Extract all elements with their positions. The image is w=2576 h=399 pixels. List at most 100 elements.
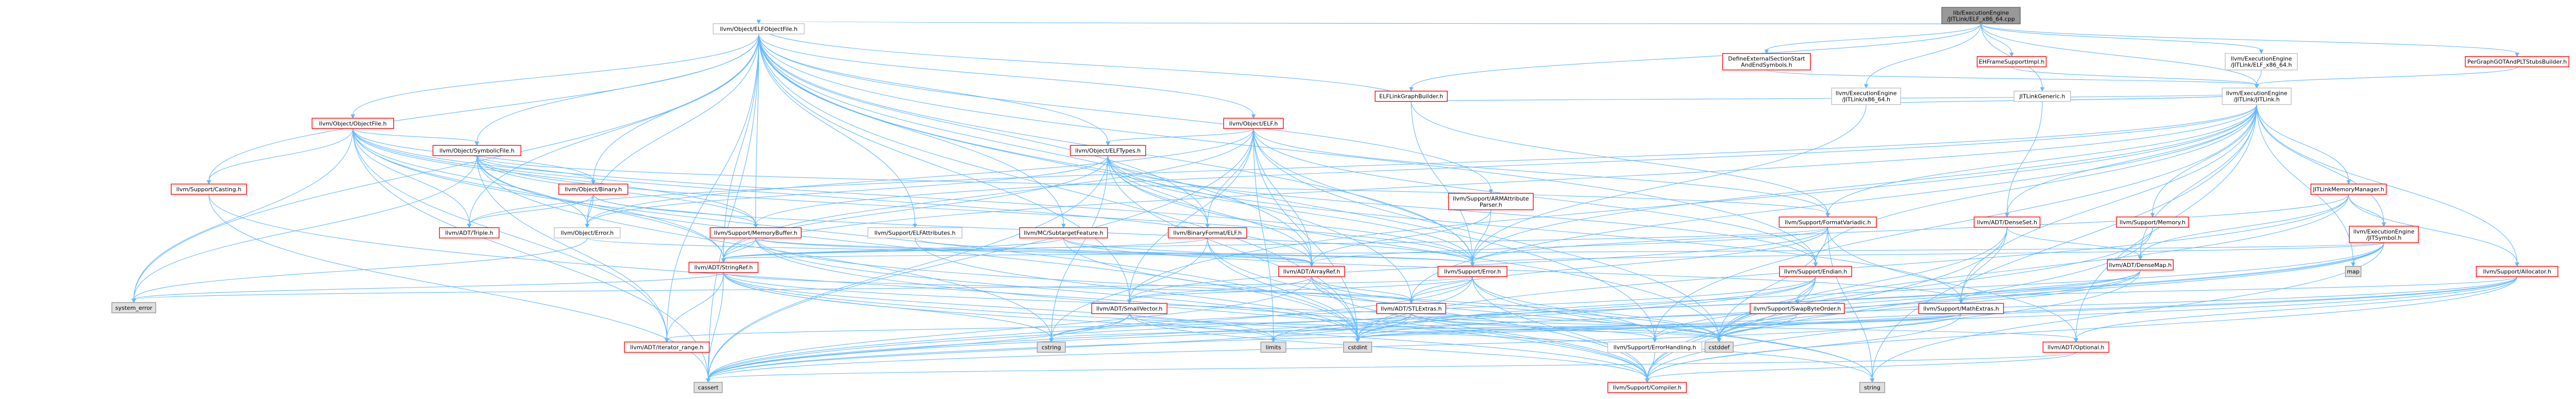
edge-objelffile-to-symbolicfile	[477, 34, 759, 142]
edge-stringref-to-cstring	[723, 273, 1051, 339]
node-label: llvm/Support/MathExtras.h	[1923, 305, 1999, 312]
edge-jitlinkh-to-supperror	[1472, 105, 2257, 263]
node-armattr[interactable]: llvm/Support/ARMAttributeParser.h	[1449, 193, 1534, 210]
edge-jitlinkh-to-jitsymbol	[2257, 105, 2384, 223]
edge-jitmemmgr-to-supperror	[1472, 194, 2349, 263]
node-label: llvm/Support/Endian.h	[1784, 269, 1847, 275]
node-label: /JITLink/ELF_x86_64.cpp	[1947, 15, 2015, 22]
edge-densemap-to-mathextras	[1961, 270, 2140, 301]
edge-arrowhead	[1310, 263, 1313, 267]
node-supperror[interactable]: llvm/Support/Error.h	[1438, 267, 1507, 277]
edge-jitlinkh-to-formatvariadic	[1828, 105, 2257, 214]
node-triple[interactable]: llvm/ADT/Triple.h	[439, 228, 499, 238]
node-densesetleft[interactable]: llvm/ADT/DenseSet.h	[1974, 217, 2040, 227]
edge-arrowhead	[132, 299, 135, 303]
node-label: llvm/Support/ELFAttributes.h	[874, 230, 955, 237]
edge-jitlinkh-to-jitmemmgr	[2257, 105, 2348, 181]
edge-arrowhead	[1826, 213, 1829, 217]
node-objelffile[interactable]: llvm/Object/ELFObjectFile.h	[713, 24, 804, 34]
node-pergot[interactable]: PerGraphGOTAndPLTStubsBuilder.h	[2465, 57, 2569, 67]
node-compiler[interactable]: llvm/Support/Compiler.h	[1608, 383, 1686, 393]
node-objerror[interactable]: llvm/Object/Error.h	[554, 228, 620, 238]
node-systemerror[interactable]: system_error	[112, 303, 156, 313]
node-label: ELFLinkGraphBuilder.h	[1379, 93, 1443, 100]
node-arrayref[interactable]: llvm/ADT/ArrayRef.h	[1279, 267, 1345, 277]
node-label: /JITSymbol.h	[2366, 235, 2401, 241]
node-defext[interactable]: DefineExternalSectionStartAndEndSymbols.…	[1723, 54, 1811, 70]
edge-objelffile-to-stringref	[723, 34, 758, 259]
node-jitlinkh[interactable]: llvm/ExecutionEngine/JITLink/JITLink.h	[2222, 88, 2291, 105]
node-densemap[interactable]: llvm/ADT/DenseMap.h	[2107, 260, 2173, 270]
edge-jitsymbol-to-cstdint	[1358, 243, 2384, 339]
node-string[interactable]: string	[1860, 383, 1885, 393]
edge-stringref-to-cassert	[708, 273, 724, 379]
edge-arrowhead	[706, 379, 710, 383]
edge-arrowhead	[1814, 263, 1818, 267]
node-label: cassert	[698, 385, 719, 391]
edge-objectfile-to-casting	[209, 128, 352, 181]
edge-arrowhead	[1717, 338, 1721, 342]
node-label: llvm/Object/ObjectFile.h	[319, 120, 386, 127]
node-label: llvm/Object/SymbolicFile.h	[439, 147, 515, 154]
node-elflinkbuilder[interactable]: ELFLinkGraphBuilder.h	[1375, 91, 1447, 102]
node-errhandling[interactable]: llvm/Support/ErrorHandling.h	[1607, 342, 1702, 352]
node-ehframe[interactable]: EHFrameSupportImpl.h	[1977, 57, 2046, 67]
node-objelf[interactable]: llvm/Object/ELF.h	[1224, 118, 1283, 128]
node-map[interactable]: map	[2345, 267, 2361, 277]
node-allocator[interactable]: llvm/Support/Allocator.h	[2476, 267, 2557, 277]
edge-objerror-to-supperror	[587, 238, 1472, 263]
node-label: PerGraphGOTAndPLTStubsBuilder.h	[2467, 59, 2567, 65]
edge-objectfile-to-systemerror	[134, 128, 353, 299]
node-elfattr[interactable]: llvm/Support/ELFAttributes.h	[868, 228, 962, 238]
node-label: llvm/Support/ErrorHandling.h	[1614, 344, 1697, 351]
edge-symbolicfile-to-formatvariadic	[477, 156, 1828, 214]
edge-supperror-to-cassert	[708, 277, 1473, 379]
node-jitmemmgr[interactable]: JITLinkMemoryManager.h	[2311, 184, 2386, 194]
node-cstdint[interactable]: cstdint	[1344, 342, 1372, 352]
node-jitx8664[interactable]: llvm/ExecutionEngine/JITLink/x86_64.h	[1832, 88, 1901, 105]
node-stlextras[interactable]: llvm/ADT/STLExtras.h	[1377, 303, 1446, 313]
node-label: llvm/ADT/StringRef.h	[694, 264, 753, 271]
edge-objectfile-to-symbolicfile	[353, 128, 477, 142]
node-label: llvm/Support/SwapByteOrder.h	[1753, 305, 1841, 312]
node-elfx8664h[interactable]: llvm/ExecutionEngine/JITLink/ELF_x86_64.…	[2225, 54, 2297, 70]
node-iterrange[interactable]: llvm/ADT/iterator_range.h	[624, 342, 709, 352]
edge-arrowhead	[2347, 180, 2350, 184]
node-swapbyteorder[interactable]: llvm/Support/SwapByteOrder.h	[1750, 303, 1844, 313]
edge-arrowhead	[2260, 50, 2263, 54]
node-symbolicfile[interactable]: llvm/Object/SymbolicFile.h	[433, 145, 521, 156]
node-stringref[interactable]: llvm/ADT/StringRef.h	[689, 262, 758, 273]
node-smallvector[interactable]: llvm/ADT/SmallVector.h	[1092, 303, 1167, 313]
edge-layer	[132, 20, 2519, 383]
node-cstddef[interactable]: cstddef	[1705, 342, 1733, 352]
node-suppmemory[interactable]: llvm/Support/Memory.h	[2116, 217, 2189, 227]
node-objectfile[interactable]: llvm/Object/ObjectFile.h	[312, 118, 394, 128]
node-casting[interactable]: llvm/Support/Casting.h	[171, 184, 246, 194]
node-label: system_error	[115, 305, 152, 311]
node-binaryelf[interactable]: llvm/BinaryFormat/ELF.h	[1168, 228, 1247, 238]
node-formatvariadic[interactable]: llvm/Support/FormatVariadic.h	[1779, 217, 1876, 227]
edge-objelffile-to-systemerror	[134, 34, 759, 300]
node-jitsymbol[interactable]: llvm/ExecutionEngine/JITSymbol.h	[2349, 226, 2418, 243]
edge-jitgeneric-to-densesetleft	[2007, 102, 2042, 214]
node-objbinary[interactable]: llvm/Object/Binary.h	[559, 184, 628, 194]
node-optional[interactable]: llvm/ADT/Optional.h	[2043, 342, 2109, 352]
edge-jitsymbol-to-supperror	[1472, 243, 2384, 263]
node-label: /JITLink/JITLink.h	[2234, 96, 2280, 103]
node-jitgeneric[interactable]: JITLinkGeneric.h	[2014, 91, 2071, 102]
node-endian[interactable]: llvm/Support/Endian.h	[1780, 267, 1852, 277]
edge-elftypes-to-binaryelf	[1108, 156, 1208, 225]
node-cassert[interactable]: cassert	[694, 383, 722, 393]
node-elftypes[interactable]: llvm/Object/ELFTypes.h	[1070, 145, 1145, 156]
node-mathextras[interactable]: llvm/Support/MathExtras.h	[1919, 303, 2004, 313]
node-cstring[interactable]: cstring	[1037, 342, 1065, 352]
node-label: llvm/Object/ELFTypes.h	[1075, 147, 1141, 154]
node-label: Parser.h	[1480, 202, 1502, 208]
edge-arrowhead	[2139, 256, 2142, 260]
node-label: llvm/BinaryFormat/ELF.h	[1173, 230, 1242, 237]
node-limits[interactable]: limits	[1261, 342, 1286, 352]
node-subtarget[interactable]: llvm/MC/SubtargetFeature.h	[1020, 228, 1108, 238]
edge-arrowhead	[1206, 224, 1209, 228]
node-membuf[interactable]: llvm/Support/MemoryBuffer.h	[710, 228, 801, 238]
node-root[interactable]: lib/ExecutionEngine/JITLink/ELF_x86_64.c…	[1942, 7, 2020, 24]
